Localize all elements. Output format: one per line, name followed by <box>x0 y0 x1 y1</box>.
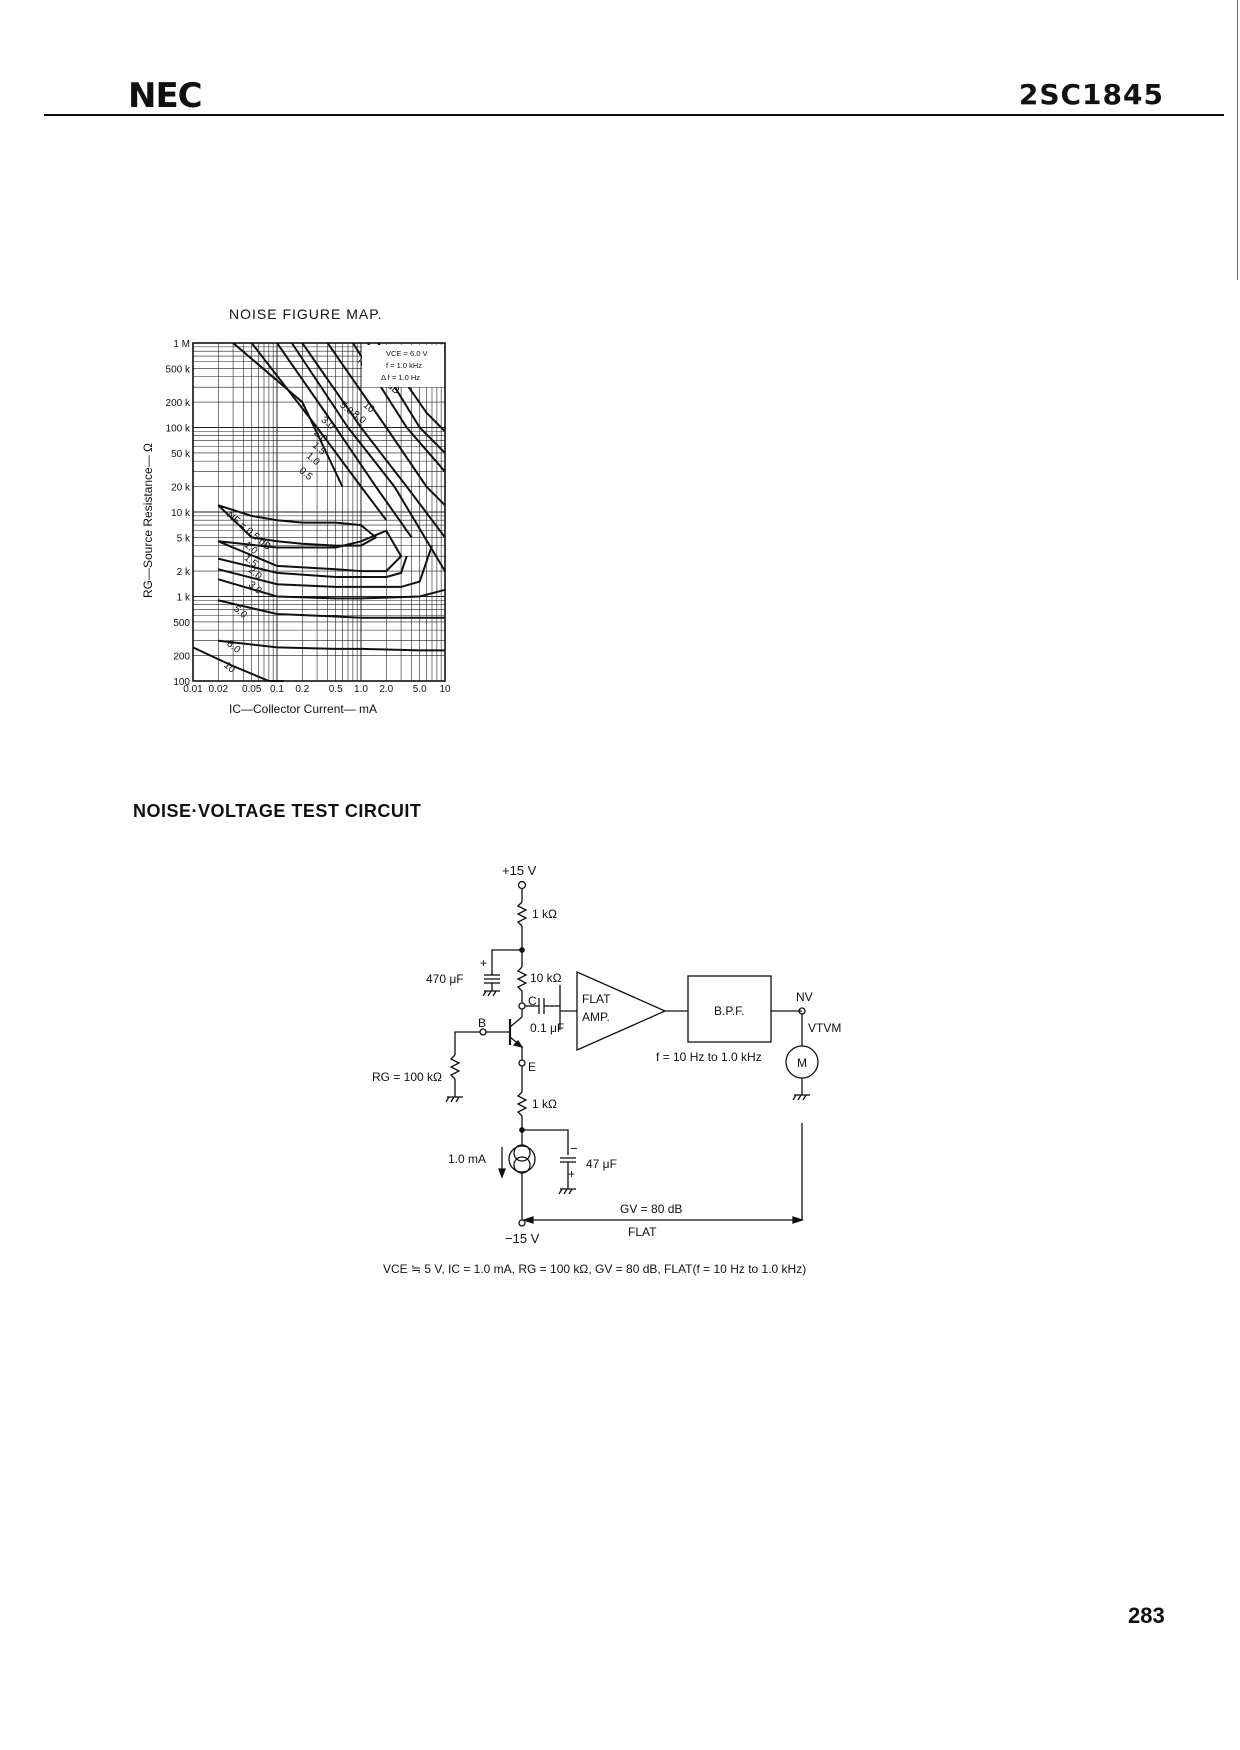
condition-bandwidth: Δ f = 1.0 Hz <box>381 373 420 382</box>
r1-label: 1 kΩ <box>532 907 557 921</box>
test-circuit-diagram: +15 V 1 kΩ + 470 μF 10 kΩ C 0.1 μF B RG … <box>372 863 841 1246</box>
bpf-box <box>687 975 772 1043</box>
nf-curve-5 <box>218 599 445 619</box>
y-tick-label: 20 k <box>171 483 191 494</box>
coupling-cap-label: 0.1 μF <box>530 1021 564 1035</box>
flat-amp-label-1: FLAT <box>582 992 611 1006</box>
nf-curve-11 <box>290 342 446 572</box>
x-tick-label: 0.05 <box>242 684 262 695</box>
node-c-terminal <box>518 1002 526 1010</box>
emitter-cap-label: 47 μF <box>586 1157 617 1171</box>
meter-label: M <box>797 1056 807 1070</box>
y-tick-labels: 1 M 500 k 200 k 100 k 50 k 20 k 10 k 5 k 2 k 1 k 5… <box>166 339 191 688</box>
nf-curve-10 <box>276 342 413 538</box>
current-source-label: 1.0 mA <box>448 1152 486 1166</box>
y-tick-label: 1 M <box>173 339 190 350</box>
x-tick-label: 1.0 <box>354 684 368 695</box>
vneg-label: −15 V <box>505 1231 540 1246</box>
test-conditions: VCE ≒ 5 V, IC = 1.0 mA, RG = 100 kΩ, GV … <box>383 1262 807 1276</box>
nf-curve-7 <box>192 646 284 682</box>
scan-edge <box>1237 0 1238 280</box>
rc-resistor <box>516 966 528 992</box>
x-axis-label: IC—Collector Current— mA <box>229 702 377 716</box>
part-number: 2SC1845 <box>1018 78 1164 111</box>
re-resistor <box>516 1091 528 1117</box>
x-tick-labels: 0.01 0.02 0.05 0.1 0.2 0.5 1.0 2.0 5.0 10 <box>183 684 451 695</box>
node-b-label: B <box>478 1016 486 1030</box>
current-source <box>508 1145 536 1173</box>
y-tick-label: 200 <box>173 652 190 663</box>
vpos-terminal <box>517 880 527 890</box>
nf-curve-1 <box>217 529 403 573</box>
nf-curve-2 <box>218 555 408 578</box>
rc-label: 10 kΩ <box>530 971 562 985</box>
nv-label: NV <box>796 990 813 1004</box>
header-rule <box>44 114 1224 116</box>
re-label: 1 kΩ <box>532 1097 557 1111</box>
x-tick-label: 0.1 <box>270 684 284 695</box>
y-tick-label: 500 <box>173 618 190 629</box>
y-tick-label: 5 k <box>177 533 191 544</box>
nf-curves <box>192 342 446 682</box>
r1-resistor <box>516 901 528 927</box>
nf-curve-4 <box>218 578 446 600</box>
node-e-label: E <box>528 1060 536 1074</box>
x-tick-label: 0.02 <box>209 684 229 695</box>
rg-resistor <box>449 1054 461 1080</box>
y-tick-label: 2 k <box>177 567 191 578</box>
flat-label: FLAT <box>628 1225 657 1239</box>
curve-label: 3.0 <box>246 579 264 597</box>
x-tick-label: 0.2 <box>295 684 309 695</box>
nf-curve-9 <box>250 342 388 521</box>
noise-figure-chart: 1 M 500 k 200 k 100 k 50 k 20 k 10 k 5 k 2 k 1 k 5… <box>141 339 451 716</box>
y-tick-label: 500 k <box>166 364 191 375</box>
bypass-plus: + <box>480 956 487 970</box>
plot-frame <box>192 342 446 682</box>
bypass-cap-label: 470 μF <box>426 972 464 986</box>
x-tick-label: 5.0 <box>413 684 427 695</box>
bpf-label: B.P.F. <box>714 1004 744 1018</box>
y-tick-label: 200 k <box>166 398 191 409</box>
y-tick-label: 1 k <box>177 593 191 604</box>
nf-curve-12 <box>301 342 446 539</box>
x-tick-label: 0.5 <box>329 684 343 695</box>
y-axis-label: RG—Source Resistance— Ω <box>141 443 155 598</box>
curve-label: 0.5 <box>297 466 315 484</box>
nf-curve-8 <box>232 342 344 488</box>
nf-curve-3 <box>218 545 433 588</box>
nf-curve-6 <box>218 639 445 652</box>
gain-label: GV = 80 dB <box>620 1202 682 1216</box>
vtvm-label: VTVM <box>808 1021 841 1035</box>
nf-curve-0 <box>217 504 378 547</box>
noise-figure-map-title: NOISE FIGURE MAP. <box>229 306 383 322</box>
flat-amp-label-2: AMP. <box>582 1010 610 1024</box>
rg-label: RG = 100 kΩ <box>372 1070 442 1084</box>
nec-logo: NEC <box>128 76 203 116</box>
y-tick-label: 10 k <box>171 508 191 519</box>
page-number: 283 <box>1128 1603 1165 1628</box>
vneg-terminal <box>518 1219 526 1227</box>
current-direction-arrow <box>498 1168 506 1179</box>
condition-freq: f = 1.0 kHz <box>386 361 422 370</box>
emitter-cap-minus: − <box>570 1141 578 1156</box>
x-tick-label: 2.0 <box>379 684 393 695</box>
node-c-label: C <box>528 994 537 1008</box>
x-tick-label: 0.01 <box>183 684 203 695</box>
test-circuit-title: NOISE·VOLTAGE TEST CIRCUIT <box>133 801 422 821</box>
bpf-range: f = 10 Hz to 1.0 kHz <box>656 1050 762 1064</box>
x-tick-label: 10 <box>439 684 451 695</box>
node-e-terminal <box>518 1059 526 1067</box>
y-tick-label: 50 k <box>171 449 191 460</box>
nf-curve-13 <box>326 342 446 507</box>
conditions-box <box>362 345 444 387</box>
vpos-label: +15 V <box>502 863 537 878</box>
condition-vce: VCE = 6.0 V <box>386 349 427 358</box>
emitter-cap-plus: + <box>568 1167 575 1181</box>
y-tick-label: 100 <box>173 677 190 688</box>
y-tick-label: 100 k <box>166 424 191 435</box>
